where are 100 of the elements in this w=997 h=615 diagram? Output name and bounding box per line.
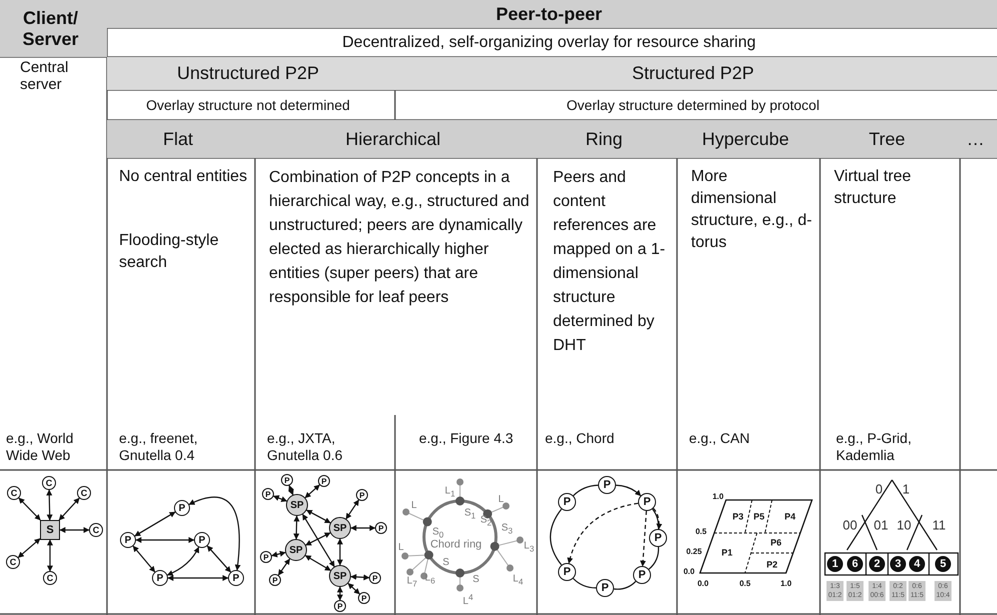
peer-node: SP — [329, 565, 351, 587]
arrow — [167, 575, 229, 581]
axis-value: 1.0 — [712, 493, 724, 501]
zone-label: P2 — [766, 560, 778, 570]
peer-marker: 5 — [935, 556, 951, 572]
peer-node: P — [120, 532, 136, 548]
arrow — [337, 538, 343, 566]
arrow — [135, 537, 195, 543]
peer-node: C — [43, 571, 57, 585]
description-text: No central entities — [118, 167, 248, 187]
peer-node: P — [228, 570, 244, 586]
ring-label: L$_{4}$ — [512, 574, 524, 586]
ring-label: S$_{1}$ — [464, 508, 476, 520]
server-box: S — [40, 520, 60, 540]
peer-node: P — [281, 474, 293, 486]
peer-node: P — [262, 488, 274, 500]
ring-label: S$_{3}$ — [501, 523, 513, 535]
zone-label: P5 — [754, 512, 764, 522]
peer-node: P — [638, 493, 656, 511]
arrow — [273, 495, 288, 502]
peer-node: C — [77, 486, 91, 500]
peer-node: P — [260, 551, 272, 563]
peer-node: P — [558, 493, 576, 511]
ring-label: S$_{0}$ — [432, 527, 444, 539]
ring-label: S — [472, 575, 480, 585]
description-text: More dimensional structure, e.g., d-torus — [690, 167, 813, 253]
ring-label: L$^{4}$ — [462, 592, 474, 608]
peer-node: P — [598, 476, 616, 494]
ring-label: S — [442, 558, 450, 568]
column-header: Tree — [820, 120, 960, 158]
column-header: Flat — [107, 120, 255, 158]
peer-node: P — [318, 475, 330, 487]
column-header: Ring — [537, 120, 677, 158]
column-header: Hierarchical — [255, 120, 537, 158]
table-header: Peer-to-peer — [107, 0, 997, 28]
peer-node: C — [89, 523, 103, 537]
example-text: e.g., CAN — [688, 429, 751, 448]
branch-label: 1 — [902, 482, 910, 496]
arrow — [58, 498, 80, 520]
peer-node: P — [649, 529, 667, 547]
zone-label: P6 — [770, 538, 782, 548]
arrow — [652, 508, 662, 530]
arrow — [278, 558, 290, 576]
arrow — [337, 586, 343, 601]
peer-node: SP — [286, 494, 308, 516]
arrow — [188, 496, 241, 571]
column-header: Unstructured P2P — [107, 57, 395, 90]
description-text: Flooding-style search — [118, 231, 220, 273]
description-text: Combination of P2P concepts in a hierarchical way, e.g., structured and unstructured; peers are dynamically elected as hierarchically higher entities (super peers) that are responsible for leaf peers — [268, 168, 530, 308]
branch-label: 00 — [842, 518, 858, 532]
example-text: e.g., P-Grid, Kademlia — [835, 429, 912, 464]
arrow — [166, 546, 200, 576]
arrow — [47, 539, 53, 572]
branch-label: 10 — [896, 518, 912, 532]
zone-label: P1 — [722, 548, 732, 558]
axis-value: 0.5 — [695, 528, 707, 536]
arrow — [350, 574, 370, 580]
connector-line — [572, 484, 598, 496]
peer-node: P — [558, 563, 576, 581]
arrow — [59, 527, 90, 533]
ring-label: L$_{7}$ — [406, 576, 418, 588]
example-text: e.g., JXTA, Gnutella 0.6 — [266, 429, 344, 464]
axis-value: 1.0 — [780, 580, 792, 588]
peer-node: C — [7, 486, 21, 500]
example-text: e.g., Figure 4.3 — [418, 429, 514, 448]
ring-label: L$_{3}$ — [524, 541, 534, 553]
peer-node: P — [596, 579, 614, 597]
description-text: Overlay structure determined by protocol — [566, 96, 820, 115]
peer-node: P — [334, 600, 346, 612]
peer-marker: 1 — [827, 556, 843, 572]
arrow — [640, 510, 647, 567]
description-text: Decentralized, self-organizing overlay for resource sharing — [341, 32, 757, 52]
arrow — [288, 485, 294, 496]
example-text: e.g., freenet, Gnutella 0.4 — [118, 429, 199, 464]
table-header: Client/ Server — [0, 0, 107, 57]
ring-label: L — [411, 501, 417, 511]
arrow — [18, 538, 40, 558]
peer-node: P — [356, 489, 368, 501]
description-text: Central server — [19, 58, 70, 95]
peer-node: P — [369, 572, 381, 584]
arrow — [350, 525, 376, 531]
branch-label: 01 — [874, 518, 888, 532]
arrow — [46, 489, 53, 521]
example-text: e.g., World Wide Web — [5, 429, 74, 464]
ring-label: L$_{1}$ — [444, 486, 456, 498]
example-text: e.g., Chord — [544, 429, 616, 448]
arrow — [134, 512, 176, 536]
description-text: Peers and content references are mapped on a 1-dimensional structure determined by DHT — [552, 168, 666, 356]
ring-label: Chord ring — [430, 540, 482, 550]
arrow — [567, 502, 638, 564]
arrow — [305, 532, 331, 546]
arrow — [132, 546, 156, 572]
ring-label: S$_{2}$ — [480, 515, 492, 527]
arrow — [302, 514, 335, 568]
peer-node: C — [6, 555, 20, 569]
connector-line — [648, 546, 660, 570]
peer-marker: 3 — [890, 556, 906, 572]
branch-label: 11 — [932, 518, 946, 532]
arrow — [616, 484, 642, 496]
peer-node: C — [42, 476, 56, 490]
